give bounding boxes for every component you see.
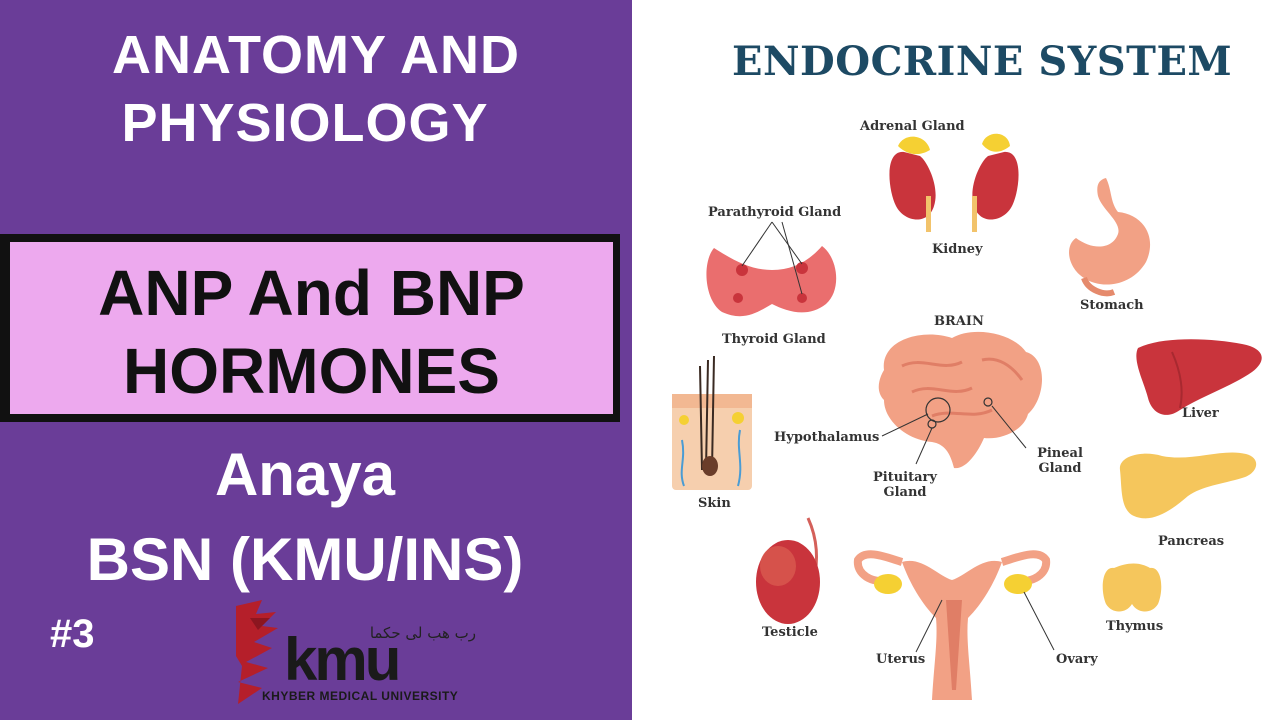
label-skin: Skin [698,496,731,511]
pancreas-icon [1119,452,1257,519]
label-uterus: Uterus [876,652,926,667]
label-pineal-line-2: Gland [1038,461,1082,476]
topic-box-inner: ANP And BNP HORMONES [10,242,613,414]
label-brain: BRAIN [934,314,984,329]
testicle-icon [756,517,820,624]
label-thymus: Thymus [1106,619,1164,634]
label-pituitary-line-1: Pituitary [873,470,937,485]
label-thyroid-gland: Thyroid Gland [722,332,826,347]
kidney-icon [889,133,1019,232]
thyroid-icon [706,221,837,317]
label-pituitary-gland: Pituitary Gland [872,470,938,500]
kmu-logo: رب هب لی حکما kmu KHYBER MEDICAL UNIVERS… [232,596,482,708]
logo-caption: KHYBER MEDICAL UNIVERSITY [262,689,459,703]
topic-box: ANP And BNP HORMONES [0,234,620,422]
label-testicle: Testicle [762,625,818,640]
uterus-icon [853,550,1055,700]
topic-title-line-2: HORMONES [123,335,500,407]
label-ovary: Ovary [1056,652,1098,667]
title-panel: ANATOMY AND PHYSIOLOGY ANP And BNP HORMO… [0,0,632,720]
label-adrenal-gland: Adrenal Gland [860,119,965,134]
author-program: BSN (KMU/INS) [86,526,524,593]
infographic-title: ENDOCRINE SYSTEM [732,38,1233,85]
label-stomach: Stomach [1080,298,1144,313]
topic-title-line-1: ANP And BNP [98,257,525,329]
label-pineal-line-1: Pineal [1037,446,1083,461]
endocrine-infographic: ENDOCRINE SYSTEM Adrenal Gland Kidney Pa… [632,0,1280,720]
label-pancreas: Pancreas [1158,534,1225,549]
skin-icon [672,355,752,490]
kmu-logo-emblem-icon [236,600,278,704]
label-parathyroid-gland: Parathyroid Gland [708,205,842,220]
label-pineal-gland: Pineal Gland [1030,446,1090,476]
liver-icon [1136,339,1262,415]
subject-title-line-1: ANATOMY AND [111,25,520,85]
label-kidney: Kidney [932,242,983,257]
episode-number: #3 [50,612,95,656]
label-liver: Liver [1182,406,1219,421]
subject-title-line-2: PHYSIOLOGY [121,93,489,153]
logo-wordmark: kmu [284,626,401,693]
logo-urdu-motto: رب هب لی حکما [369,624,476,642]
label-pituitary-line-2: Gland [883,485,927,500]
author-name: Anaya [214,441,396,508]
stomach-icon [1069,178,1151,297]
thymus-icon [1102,563,1162,612]
brain-icon [878,331,1042,469]
organ-illustrations [672,133,1262,700]
label-hypothalamus: Hypothalamus [774,430,880,445]
